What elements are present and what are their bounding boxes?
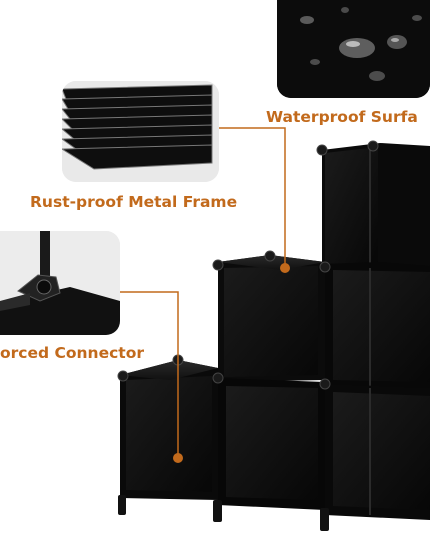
water-droplets-icon bbox=[277, 0, 430, 98]
orange-dot-icon bbox=[280, 263, 290, 273]
cube-bottom-left bbox=[120, 360, 218, 500]
reinforced-connector-label: orced Connector bbox=[0, 344, 144, 362]
legs bbox=[118, 495, 329, 531]
callout-dots bbox=[173, 263, 290, 463]
cube-middle-left bbox=[218, 255, 325, 382]
cube-top bbox=[322, 143, 430, 270]
waterproof-surface-inset bbox=[277, 0, 430, 98]
connector-icon bbox=[0, 231, 120, 335]
stacked-panels-icon bbox=[62, 81, 219, 182]
cube-bottom-middle bbox=[218, 378, 325, 510]
connector-inset bbox=[0, 231, 120, 335]
waterproof-surface-label: Waterproof Surfa bbox=[266, 108, 418, 126]
leader-lines bbox=[118, 127, 286, 458]
rust-proof-frame-label: Rust-proof Metal Frame bbox=[30, 193, 238, 211]
metal-frame-inset bbox=[62, 81, 219, 182]
connectors bbox=[117, 140, 379, 390]
cube-middle-right bbox=[325, 262, 430, 390]
cube-bottom-right bbox=[325, 384, 430, 520]
orange-dot-icon bbox=[173, 453, 183, 463]
